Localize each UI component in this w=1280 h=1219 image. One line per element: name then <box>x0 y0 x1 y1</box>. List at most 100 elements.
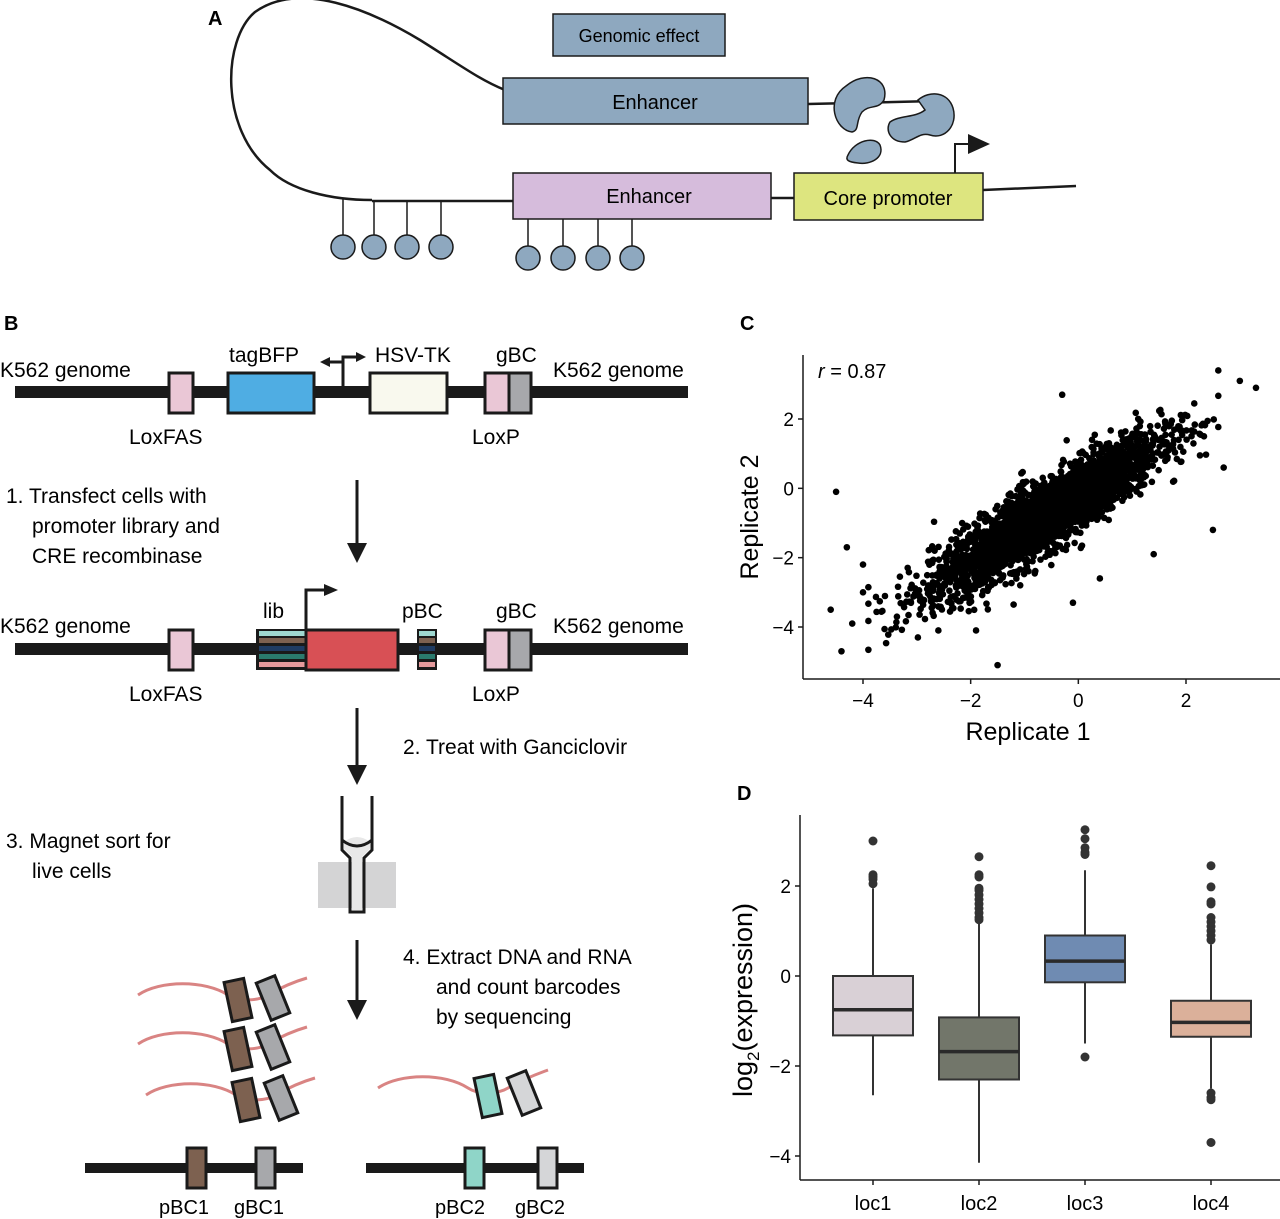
scatter-point <box>1037 497 1045 505</box>
scatter-point <box>1077 467 1084 475</box>
scatter-point <box>1069 599 1077 607</box>
scatter-point <box>1142 472 1150 480</box>
scatter-point <box>827 606 834 613</box>
scatter-point <box>983 600 990 607</box>
scatter-point <box>1025 508 1032 516</box>
scatter-point <box>1155 407 1163 415</box>
scatter-point <box>1113 441 1121 449</box>
scatter-point <box>1107 492 1114 500</box>
outlier-point <box>1206 899 1216 909</box>
scatter-point <box>1081 513 1089 520</box>
scatter-point <box>1027 523 1034 531</box>
scatter-point <box>971 520 978 527</box>
outlier-point <box>868 836 878 846</box>
scatter-point <box>1049 527 1057 535</box>
x-tick-label: loc4 <box>1193 1193 1230 1215</box>
scatter-point <box>1061 490 1069 498</box>
scatter-point <box>884 631 892 638</box>
scatter-point <box>1012 505 1020 512</box>
scatter-point <box>1062 546 1070 554</box>
x-tick-label: 0 <box>1073 691 1084 712</box>
scatter-point <box>1176 426 1183 433</box>
scatter-point <box>1002 580 1009 588</box>
pbc-barcode-stack <box>417 629 437 670</box>
scatter-point <box>905 611 912 619</box>
scatter-point <box>936 595 944 602</box>
scatter-point <box>984 571 991 579</box>
scatter-point <box>1133 488 1140 495</box>
scatter-point <box>1043 543 1051 551</box>
scatter-point <box>1095 513 1103 521</box>
scatter-point <box>967 560 975 567</box>
scatter-point <box>1019 468 1026 476</box>
scatter-point <box>1236 377 1244 385</box>
scatter-point <box>1163 439 1170 446</box>
scatter-point <box>1159 451 1167 458</box>
scatter-point <box>914 634 922 641</box>
scatter-point <box>894 583 902 591</box>
scatter-point <box>1008 579 1015 587</box>
gbc1-barcode <box>254 1146 277 1190</box>
genomic-locus-1: pBC1 gBC1 <box>85 1146 303 1219</box>
scatter-point <box>1097 471 1104 479</box>
scatter-point <box>1119 436 1127 444</box>
scatter-point <box>1102 443 1110 450</box>
scatter-point <box>1215 367 1222 374</box>
box-iqr <box>1170 999 1252 1038</box>
scatter-point <box>921 615 929 623</box>
scatter-point <box>1133 464 1140 471</box>
scatter-point <box>1154 422 1162 430</box>
scatter-point <box>1120 494 1128 501</box>
scatter-point <box>1010 537 1017 544</box>
scatter-point <box>1035 525 1043 533</box>
scatter-point <box>1160 425 1168 432</box>
hsvtk-label: HSV-TK <box>375 344 451 367</box>
scatter-point <box>1146 422 1154 430</box>
scatter-point <box>1005 551 1013 559</box>
scatter-point <box>1020 480 1027 488</box>
scatter-point <box>946 587 953 595</box>
scatter-point <box>902 617 910 625</box>
scatter-point <box>927 598 935 605</box>
scatter-point <box>1081 502 1088 510</box>
scatter-point <box>1053 541 1061 549</box>
scatter-point <box>1161 457 1169 465</box>
scatter-point <box>943 566 950 574</box>
panel-b: B K562 genome K562 genome tagBFP HSV-TK … <box>0 313 688 1219</box>
scatter-point <box>1190 440 1197 447</box>
box-loc1 <box>832 836 914 1096</box>
scatter-point <box>997 520 1004 528</box>
scatter-point <box>1107 473 1114 481</box>
panel-label-c: C <box>740 313 754 335</box>
scatter-point <box>1173 455 1181 463</box>
scatter-point <box>865 583 872 591</box>
scatter-point <box>958 562 966 569</box>
scatter-point <box>959 538 967 546</box>
scatter-point <box>1095 453 1103 460</box>
scatter-point <box>982 556 990 564</box>
scatter-point <box>1016 581 1024 589</box>
scatter-point <box>1028 539 1035 547</box>
enhancer-bottom-label: Enhancer <box>606 186 692 208</box>
outlier-point <box>1080 834 1090 844</box>
loxp-site <box>483 628 511 672</box>
scatter-point <box>1117 464 1124 472</box>
scatter-point <box>1054 513 1062 521</box>
k562-genome-left-label: K562 genome <box>0 359 131 382</box>
scatter-point <box>1116 447 1123 455</box>
scatter-point <box>1110 450 1117 458</box>
outlier-point <box>1206 861 1216 871</box>
tss-arrow-icon <box>304 588 326 630</box>
scatter-point <box>990 517 998 525</box>
scatter-point <box>1118 431 1125 439</box>
scatter-point <box>1086 472 1093 479</box>
scatter-point <box>1110 486 1118 494</box>
scatter-point <box>1140 437 1148 445</box>
scatter-point <box>894 593 902 600</box>
protein-shape <box>833 76 886 133</box>
scatter-point <box>1063 436 1070 444</box>
scatter-point <box>938 606 946 613</box>
scatter-point <box>1051 508 1059 516</box>
scatter-point <box>958 571 966 579</box>
scatter-point <box>1031 570 1039 577</box>
